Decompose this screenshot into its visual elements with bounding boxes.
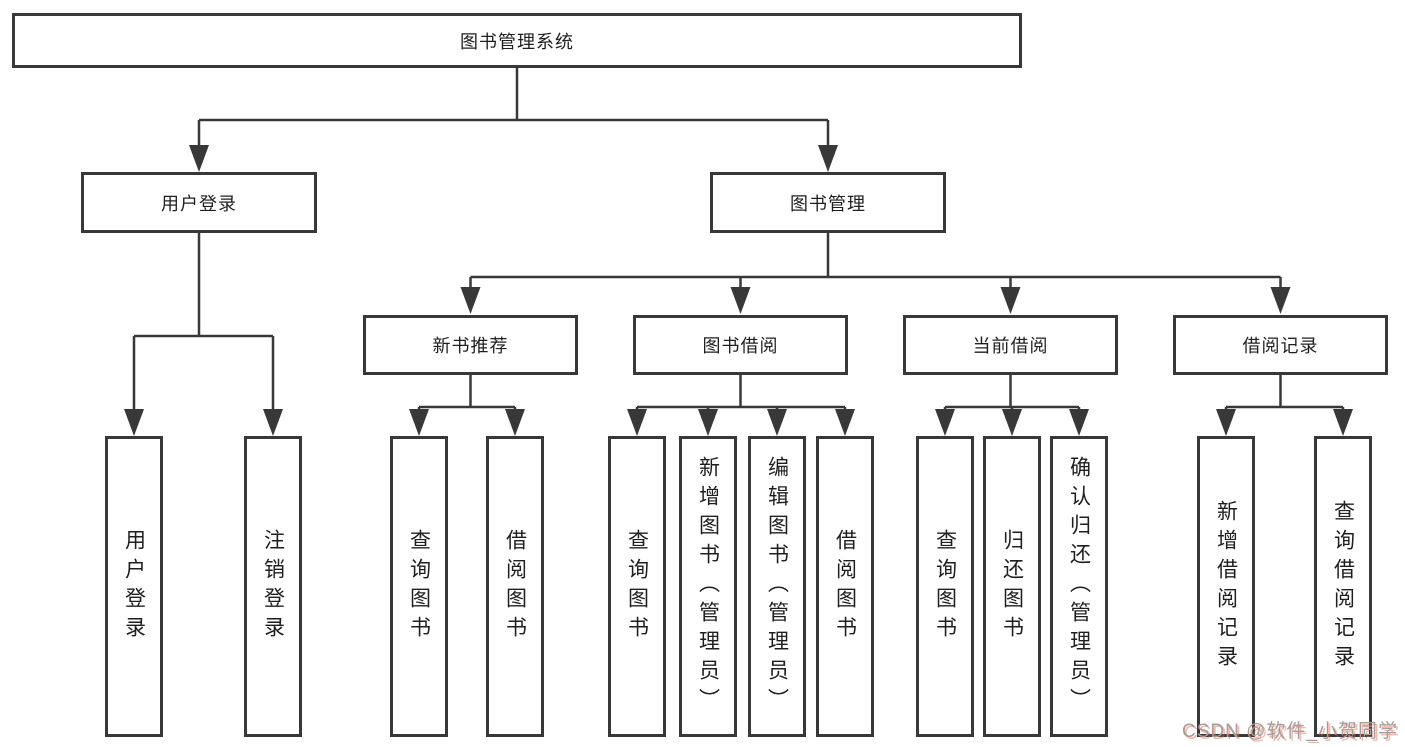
- leaf-edit-book-admin: 编辑图书（管理员）: [748, 436, 806, 737]
- node-book-borrow: 图书借阅: [633, 315, 848, 375]
- leaf-logout: 注销登录: [244, 436, 302, 737]
- leaf-query-borrow-record: 查询借阅记录: [1314, 436, 1372, 737]
- leaf-query-books-recommend: 查询图书: [390, 436, 448, 737]
- leaf-confirm-return-admin: 确认归还（管理员）: [1050, 436, 1108, 737]
- leaf-user-login: 用户登录: [105, 436, 163, 737]
- leaf-query-books-current: 查询图书: [916, 436, 974, 737]
- node-root: 图书管理系统: [12, 13, 1022, 68]
- leaf-add-borrow-record: 新增借阅记录: [1197, 436, 1255, 737]
- node-current-borrow: 当前借阅: [903, 315, 1118, 375]
- leaf-borrow-books-recommend: 借阅图书: [486, 436, 544, 737]
- arrowhead-icons: [124, 145, 1353, 436]
- node-book-management: 图书管理: [710, 172, 946, 233]
- leaf-add-book-admin: 新增图书（管理员）: [679, 436, 737, 737]
- leaf-borrow-books: 借阅图书: [816, 436, 874, 737]
- node-borrow-records: 借阅记录: [1173, 315, 1388, 375]
- connector-lines: [132, 68, 1345, 413]
- node-user-login: 用户登录: [81, 172, 317, 233]
- node-new-book-recommend: 新书推荐: [363, 315, 578, 375]
- leaf-query-books-borrow: 查询图书: [608, 436, 666, 737]
- csdn-watermark: CSDN @软件_小贺同学: [1182, 721, 1398, 742]
- leaf-return-book: 归还图书: [983, 436, 1041, 737]
